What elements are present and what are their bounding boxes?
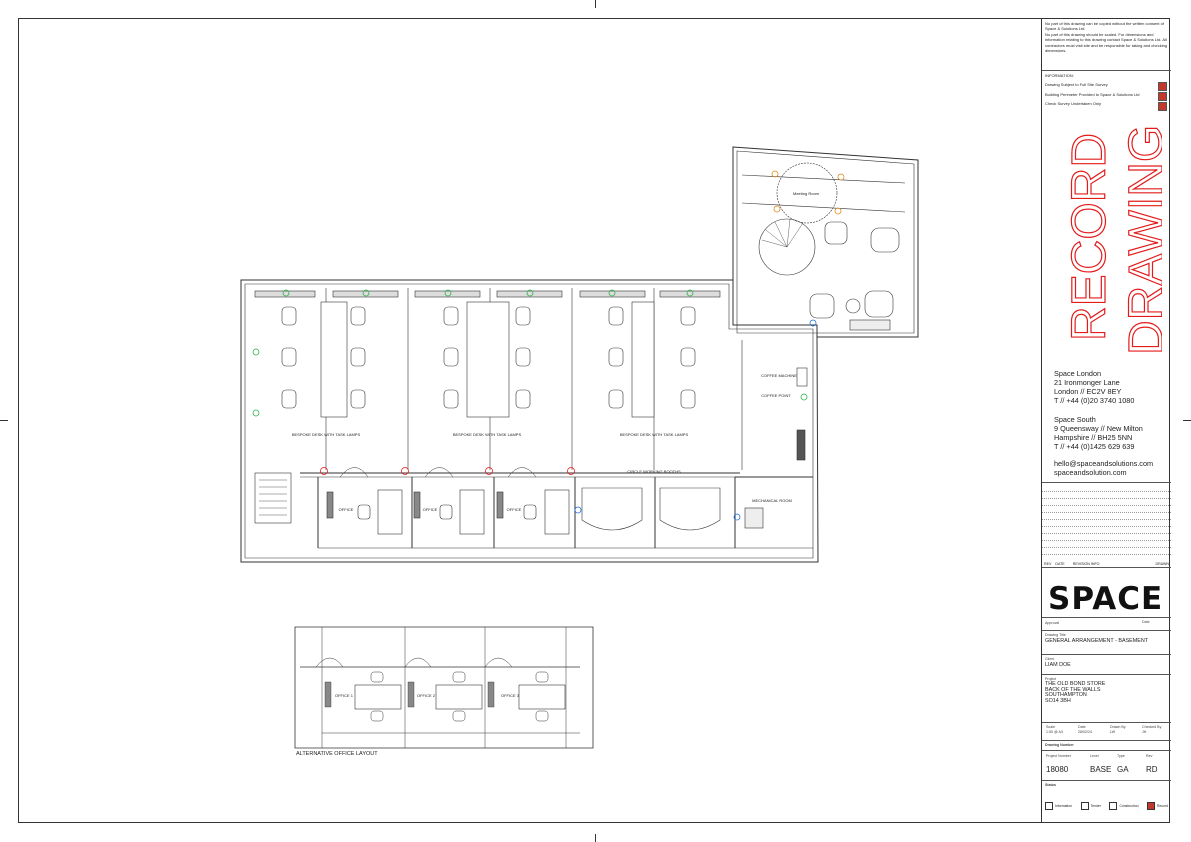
info-item: Check Survey Undertaken Only	[1045, 101, 1102, 107]
type-value: GA	[1117, 764, 1129, 774]
type-label: Type	[1117, 754, 1125, 758]
level-label: Level	[1090, 754, 1099, 758]
rev-header: REV	[1044, 562, 1052, 566]
drawn-label: Drawn By	[1110, 725, 1126, 729]
coffee-machine-label: COFFEE MACHINE	[761, 373, 797, 378]
website-link[interactable]: spaceandsolution.com	[1054, 468, 1127, 478]
alt-layout-caption: ALTERNATIVE OFFICE LAYOUT	[296, 751, 378, 757]
info-item: Building Perimeter Provided to Space & S…	[1045, 91, 1140, 97]
project-label: Project	[1045, 677, 1057, 681]
address-line: 9 Queensway // New Milton	[1054, 424, 1143, 434]
drawn-header: DRAWN	[1155, 562, 1169, 566]
approval-label: Approval	[1045, 621, 1060, 625]
project-line: SO14 3BH	[1045, 697, 1071, 704]
record-drawing-stamp: RECORD DRAWING	[1062, 124, 1162, 355]
address-line: Space London	[1054, 369, 1102, 378]
contact-info: hello@spaceandsolutions.com spaceandsolu…	[1054, 459, 1153, 477]
status-information: Information	[1055, 803, 1072, 808]
address-line: T // +44 (0)20 3740 1080	[1054, 396, 1135, 406]
scale-label: Scale	[1046, 725, 1055, 729]
rev-label: Rev	[1146, 754, 1153, 758]
status-record: Record	[1157, 803, 1168, 808]
checked-label: Checked By	[1142, 725, 1162, 729]
drawing-title: GENERAL ARRANGEMENT - BASEMENT	[1045, 637, 1149, 644]
address-line: Hampshire // BH25 5NN	[1054, 433, 1133, 443]
information-heading: INFORMATION:	[1045, 73, 1074, 78]
bespoke-desk-2	[466, 301, 510, 418]
revision-info-header: REVISION INFO	[1072, 562, 1100, 566]
info-swatch	[1158, 102, 1167, 111]
alt-office-1-label: OFFICE 1	[335, 693, 354, 698]
address-line: T // +44 (0)1425 629 639	[1054, 442, 1135, 452]
office-label-1: OFFICE	[339, 507, 354, 512]
alt-office-2-label: OFFICE 2	[417, 693, 436, 698]
project-number-label: Project Number	[1046, 754, 1071, 758]
scale-value: 1:50 @ A3	[1046, 729, 1063, 734]
drawn-value: LW	[1110, 729, 1116, 734]
status-checkbox[interactable]	[1080, 801, 1089, 810]
office-label-2: OFFICE	[423, 507, 438, 512]
center-tick-left	[0, 420, 8, 421]
mechanical-room-label: MECHANICAL ROOM	[752, 498, 792, 503]
office-label-3: OFFICE	[507, 507, 522, 512]
info-swatch	[1158, 82, 1167, 91]
status-checkbox[interactable]	[1109, 801, 1118, 810]
status-construction: Construction	[1119, 803, 1139, 808]
level-value: BASE	[1090, 764, 1112, 774]
date-value: 28/02/24	[1078, 729, 1092, 734]
email-link[interactable]: hello@spaceandsolutions.com	[1054, 459, 1154, 468]
alternative-office-layout	[294, 626, 594, 749]
address-line: Space South	[1054, 415, 1096, 424]
drawing-number-label: Drawing Number	[1045, 743, 1074, 747]
copyright-note-1: No part of this drawing can be copied wi…	[1045, 21, 1164, 32]
info-item: Drawing Subject to Full Site Survey	[1045, 82, 1108, 88]
record-line-2: DRAWING	[1120, 125, 1162, 355]
desk-label-2: BESPOKE DESK WITH TASK LAMPS	[453, 432, 522, 437]
status-label: Status	[1045, 783, 1056, 787]
client-label: Client	[1045, 657, 1055, 661]
copyright-note-2: No part of this drawing should be scaled…	[1045, 31, 1168, 53]
meeting-room-label: Meeting Room	[793, 191, 820, 196]
alt-office-3-label: OFFICE 3	[501, 693, 520, 698]
circle-booths-label: CIRCLE WORKING BOOTHS	[627, 469, 681, 474]
coffee-point-label: COFFEE POINT	[761, 393, 791, 398]
date-field-label: Date	[1078, 725, 1086, 729]
center-tick-right	[1183, 420, 1191, 421]
address-line: 21 Ironmonger Lane	[1054, 378, 1120, 388]
space-logo: SPACE	[1048, 581, 1164, 617]
bespoke-desk-1	[320, 301, 348, 418]
record-line-1: RECORD	[1063, 133, 1116, 341]
drawing-sheet-border	[18, 18, 1170, 823]
desk-label-3: BESPOKE DESK WITH TASK LAMPS	[620, 432, 689, 437]
revision-table: REV DATE REVISION INFO DRAWN	[1042, 482, 1171, 568]
meeting-room-wall	[732, 146, 919, 338]
drawing-title-label: Drawing Title	[1045, 633, 1066, 637]
london-office-address: Space London 21 Ironmonger Lane London /…	[1054, 369, 1134, 405]
project-line: SOUTHAMPTON	[1045, 692, 1087, 699]
south-office-address: Space South 9 Queensway // New Milton Ha…	[1054, 415, 1143, 451]
info-swatch	[1158, 92, 1167, 101]
approval-date-label: Date	[1142, 620, 1150, 624]
rev-value: RD	[1146, 764, 1158, 774]
checked-value: JH	[1142, 729, 1147, 734]
project-line: BACK OF THE WALLS	[1045, 686, 1101, 693]
center-tick-bottom	[595, 834, 596, 842]
address-line: London // EC2V 8EY	[1054, 387, 1122, 397]
desk-label-1: BESPOKE DESK WITH TASK LAMPS	[292, 432, 361, 437]
status-tender: Tender	[1090, 803, 1101, 808]
date-header: DATE	[1055, 562, 1065, 566]
status-checkbox[interactable]	[1045, 801, 1053, 810]
title-block: No part of this drawing can be copied wi…	[1041, 19, 1171, 822]
status-checkbox-checked[interactable]	[1147, 801, 1156, 810]
desk-chairs	[281, 306, 696, 409]
client-name: LIAM DOE	[1045, 661, 1071, 668]
project-line: THE OLD BOND STORE	[1045, 680, 1106, 687]
center-tick-top	[595, 0, 596, 8]
bespoke-desk-3	[631, 301, 655, 418]
project-number: 18080	[1046, 764, 1069, 774]
